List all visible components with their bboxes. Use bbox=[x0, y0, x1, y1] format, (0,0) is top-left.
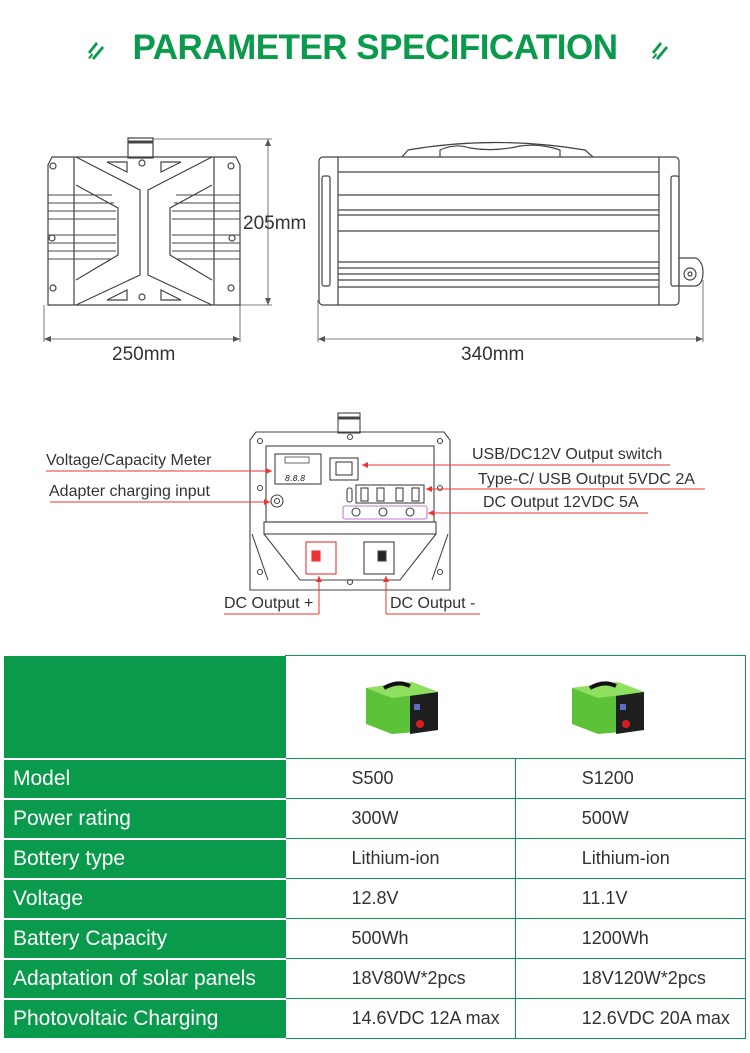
value-cell: S1200 bbox=[514, 758, 747, 799]
table-row: Power rating 300W 500W bbox=[4, 798, 747, 840]
dc-output-plus-label: DC Output + bbox=[224, 595, 314, 612]
row-label: Battery Capacity bbox=[4, 918, 285, 960]
value-cell: 12.6VDC 20A max bbox=[514, 998, 747, 1039]
green-battery-product-icon bbox=[365, 681, 438, 734]
table-row: Battery Capacity 500Wh 1200Wh bbox=[4, 918, 747, 960]
port-panel-drawing: 8.8.8 bbox=[46, 412, 705, 615]
voltage-meter-label: Voltage/Capacity Meter bbox=[46, 452, 212, 469]
slash-deco-icon bbox=[652, 42, 668, 60]
value-cell: 11.1V bbox=[514, 878, 747, 919]
spec-table: Model S500 S1200 Power rating 300W 500W … bbox=[4, 655, 747, 1040]
table-corner-cell bbox=[4, 655, 285, 760]
slash-deco-icon bbox=[88, 42, 104, 60]
port-diagram: 8.8.8 Voltage/Capacity Meter Adapter cha… bbox=[0, 400, 750, 630]
dc-output-minus-label: DC Output - bbox=[390, 595, 476, 612]
page-title: PARAMETER SPECIFICATION bbox=[132, 28, 619, 67]
table-row: Voltage 12.8V 11.1V bbox=[4, 878, 747, 920]
value-cell: 12.8V bbox=[284, 878, 516, 919]
value-cell: 500Wh bbox=[284, 918, 516, 959]
row-label: Bottery type bbox=[4, 838, 285, 880]
table-row: Adaptation of solar panels 18V80W*2pcs 1… bbox=[4, 958, 747, 1000]
width-dimension-label: 250mm bbox=[112, 344, 176, 365]
table-row: Photovoltaic Charging 14.6VDC 12A max 12… bbox=[4, 998, 747, 1040]
display-digits: 8.8.8 bbox=[285, 474, 305, 483]
value-cell: 14.6VDC 12A max bbox=[284, 998, 516, 1039]
value-cell: Lithium-ion bbox=[284, 838, 516, 879]
length-dimension-label: 340mm bbox=[461, 344, 525, 365]
adapter-input-label: Adapter charging input bbox=[49, 483, 210, 500]
product-images-cell bbox=[284, 655, 746, 759]
table-row: Model S500 S1200 bbox=[4, 758, 747, 800]
side-view-drawing bbox=[318, 141, 704, 306]
green-battery-product-icon bbox=[571, 681, 644, 734]
value-cell: 300W bbox=[284, 798, 516, 839]
row-label: Adaptation of solar panels bbox=[4, 958, 285, 1000]
dc-output-label: DC Output 12VDC 5A bbox=[483, 494, 639, 511]
row-label: Model bbox=[4, 758, 285, 800]
dimension-drawing bbox=[43, 137, 704, 342]
value-cell: Lithium-ion bbox=[514, 838, 747, 879]
product-image-row bbox=[4, 655, 746, 760]
value-cell: 1200Wh bbox=[514, 918, 747, 959]
front-view-drawing bbox=[47, 137, 241, 306]
title-bar: PARAMETER SPECIFICATION bbox=[0, 22, 750, 78]
value-cell: 18V80W*2pcs bbox=[284, 958, 516, 999]
table-row: Bottery type Lithium-ion Lithium-ion bbox=[4, 838, 747, 880]
digital-display-drawing bbox=[274, 453, 322, 485]
value-cell: S500 bbox=[284, 758, 516, 799]
row-label: Photovoltaic Charging bbox=[4, 998, 285, 1040]
row-label: Voltage bbox=[4, 878, 285, 920]
value-cell: 500W bbox=[514, 798, 747, 839]
output-switch-label: USB/DC12V Output switch bbox=[472, 446, 663, 463]
dimension-drawings: 205mm 250mm 340mm bbox=[0, 120, 750, 380]
row-label: Power rating bbox=[4, 798, 285, 840]
height-dimension-label: 205mm bbox=[243, 213, 307, 234]
value-cell: 18V120W*2pcs bbox=[514, 958, 747, 999]
usb-output-label: Type-C/ USB Output 5VDC 2A bbox=[478, 471, 695, 488]
